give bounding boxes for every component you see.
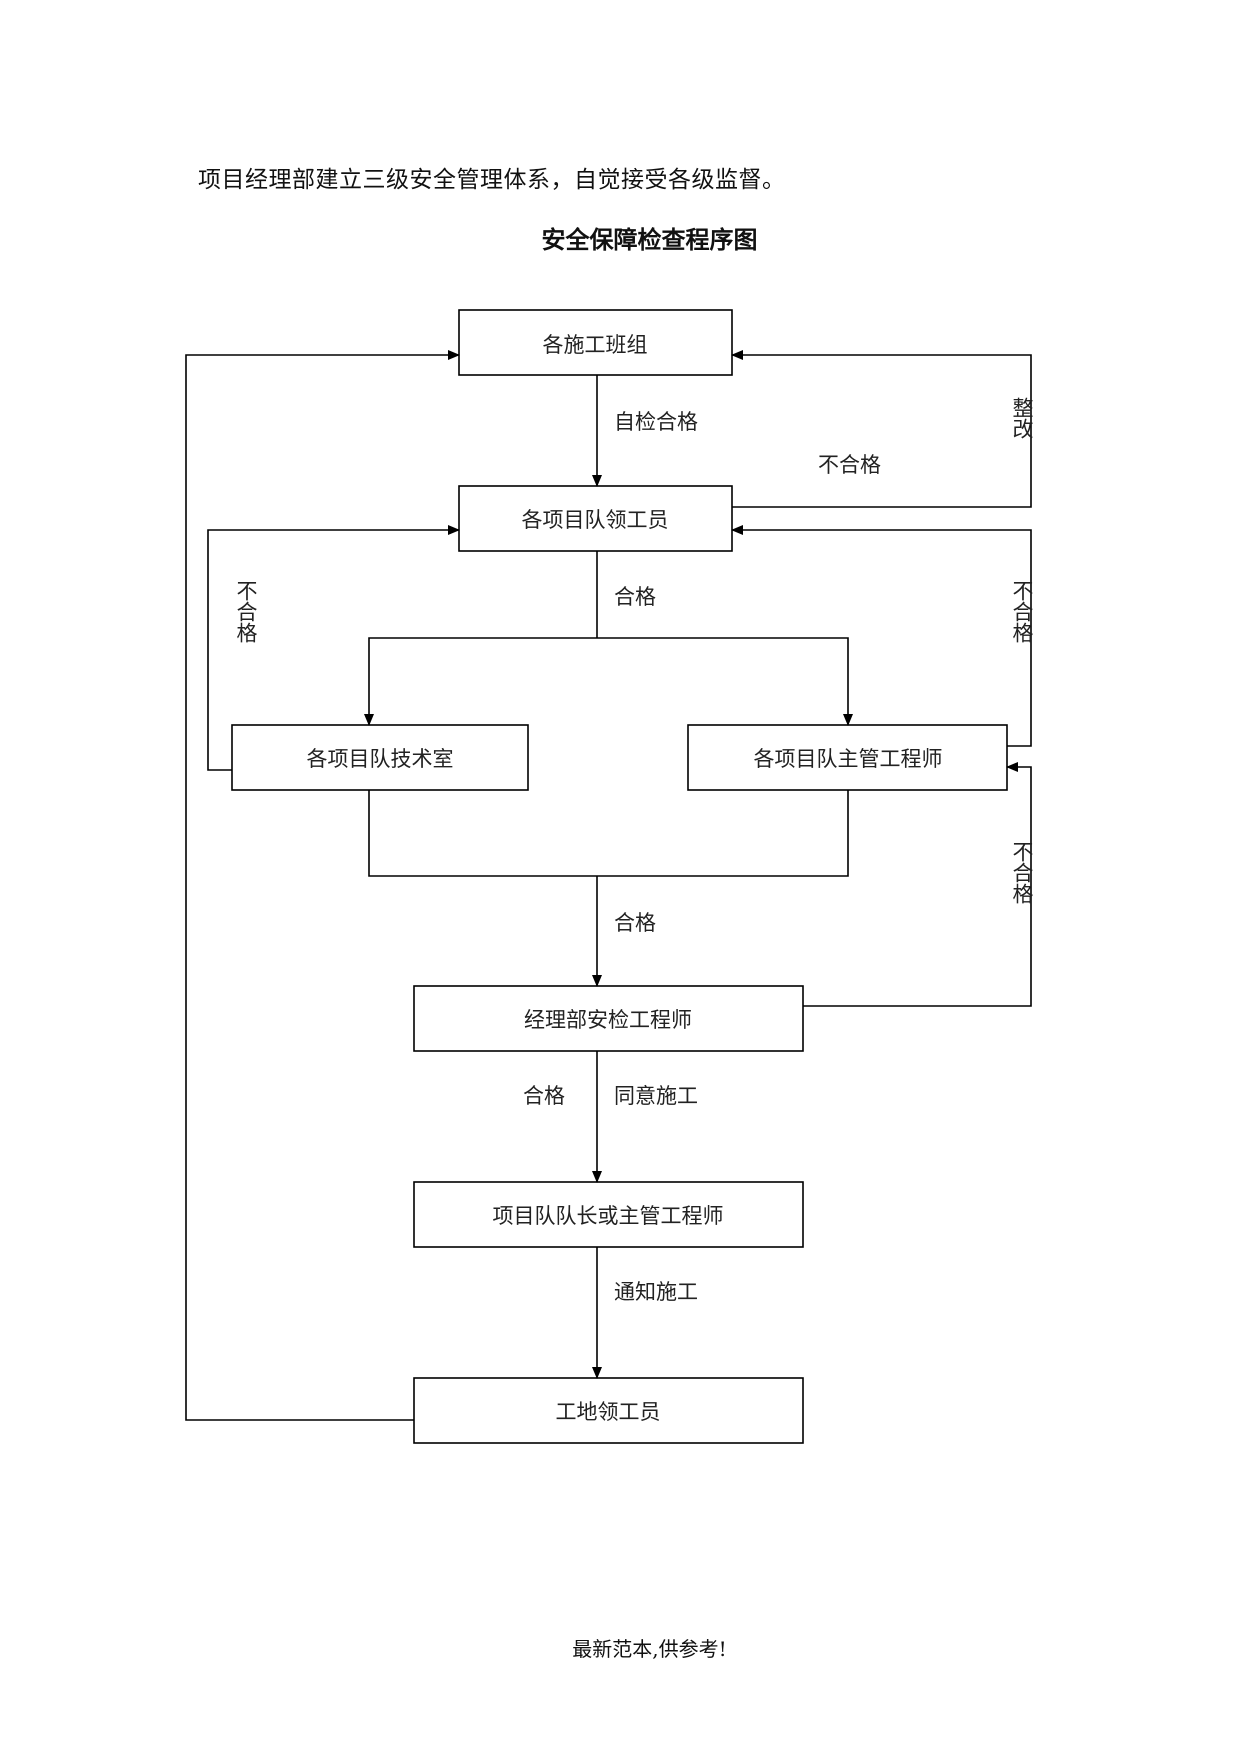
node-teams: 各施工班组 <box>458 309 733 376</box>
node-site-foreman: 工地领工员 <box>413 1377 804 1444</box>
diagram-title: 安全保障检查程序图 <box>541 226 758 254</box>
edge-tech-fail-loop <box>207 525 460 771</box>
label-fail-right-bottom: 不合格 <box>1010 841 1034 904</box>
node-safety-engineer: 经理部安检工程师 <box>413 985 804 1052</box>
footer-text: 最新范本,供参考! <box>572 1637 727 1661</box>
label-fail-left: 不合格 <box>234 580 258 643</box>
node-teams-label: 各施工班组 <box>543 333 648 357</box>
node-captain-label: 项目队队长或主管工程师 <box>493 1204 724 1228</box>
edge-safety-fail-loop <box>803 762 1032 1007</box>
edge-split-to-chief <box>597 637 853 726</box>
node-foreman: 各项目队领工员 <box>458 485 733 552</box>
edge-site-back-to-teams <box>185 350 460 1421</box>
node-captain: 项目队队长或主管工程师 <box>413 1181 804 1248</box>
node-site-foreman-label: 工地领工员 <box>556 1400 661 1424</box>
node-chief-engineer-label: 各项目队主管工程师 <box>754 747 943 771</box>
label-agree-construction: 同意施工 <box>614 1084 698 1108</box>
edge-merge <box>368 790 849 877</box>
label-fail-1: 不合格 <box>818 453 881 477</box>
edge-split-to-tech <box>364 637 597 726</box>
node-chief-engineer: 各项目队主管工程师 <box>687 724 1008 791</box>
node-safety-engineer-label: 经理部安检工程师 <box>524 1008 692 1032</box>
label-pass-2: 合格 <box>614 911 656 935</box>
label-fail-right-top: 不合格 <box>1010 580 1034 643</box>
label-rectify: 整改 <box>1010 397 1034 439</box>
label-pass-1: 合格 <box>614 585 656 609</box>
edge-foreman-rectify-loop <box>731 350 1032 508</box>
label-self-check-pass: 自检合格 <box>614 410 698 434</box>
node-tech-office-label: 各项目队技术室 <box>307 747 454 771</box>
intro-text: 项目经理部建立三级安全管理体系，自觉接受各级监督。 <box>198 167 786 193</box>
node-foreman-label: 各项目队领工员 <box>522 508 669 532</box>
label-notify-construction: 通知施工 <box>614 1280 698 1304</box>
node-tech-office: 各项目队技术室 <box>231 724 529 791</box>
edge-chief-fail-loop <box>731 525 1032 747</box>
label-pass-3: 合格 <box>523 1084 565 1108</box>
